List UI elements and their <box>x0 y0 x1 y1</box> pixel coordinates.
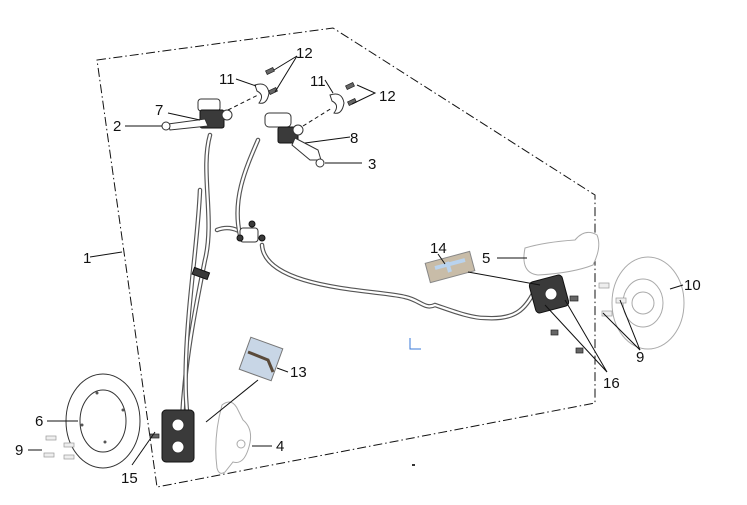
callout-9-front: 9 <box>15 442 23 459</box>
callout-8: 8 <box>350 130 358 147</box>
callout-6: 6 <box>35 413 43 430</box>
leader-8 <box>304 136 351 144</box>
callout-3: 3 <box>368 156 376 173</box>
leader-14 <box>437 253 446 265</box>
front-caliper <box>161 409 195 463</box>
leader-1 <box>89 251 123 258</box>
front-caliper-bracket <box>215 401 252 474</box>
callout-12-right: 12 <box>379 88 396 105</box>
left-clamp <box>254 83 270 104</box>
leader-7 <box>167 112 201 121</box>
leader-12a <box>273 55 298 93</box>
dot-mark <box>412 464 415 466</box>
callout-5: 5 <box>482 250 490 267</box>
leader-10 <box>669 284 684 290</box>
callout-2: 2 <box>113 118 121 135</box>
callout-11-left: 11 <box>219 71 235 88</box>
callout-9-rear: 9 <box>636 349 644 366</box>
callout-10: 10 <box>684 277 701 294</box>
brake-hoses <box>179 132 538 423</box>
leader-13b <box>276 367 289 373</box>
rear-caliper-bracket <box>523 231 600 276</box>
hose-clamp <box>191 266 211 281</box>
callout-15: 15 <box>121 470 138 487</box>
leader-11b <box>324 79 334 94</box>
leader-11a <box>235 78 257 87</box>
callout-4: 4 <box>276 438 284 455</box>
callout-7: 7 <box>155 102 163 119</box>
hose-junction <box>236 220 266 243</box>
assembly-boundary <box>96 27 596 488</box>
leader-13 <box>205 379 259 423</box>
right-clamp-bolts <box>345 82 357 106</box>
leader-12b <box>351 84 377 105</box>
leader-14b <box>467 271 541 286</box>
callout-11-right: 11 <box>310 73 326 90</box>
leader-9b <box>602 299 641 351</box>
callout-1: 1 <box>83 250 91 267</box>
callout-13: 13 <box>290 364 307 381</box>
rear-caliper <box>528 274 570 314</box>
front-brake-pads <box>238 336 284 382</box>
leader-16 <box>544 299 608 373</box>
rear-caliper-bolts <box>550 295 584 354</box>
front-brake-disc <box>65 373 141 469</box>
right-brake-lever <box>291 137 325 168</box>
callout-12-left: 12 <box>296 45 313 62</box>
bleeder-screw <box>149 433 160 439</box>
callout-14: 14 <box>430 240 447 257</box>
front-disc-bolts <box>43 435 75 460</box>
leader-15 <box>131 431 156 466</box>
rear-brake-pads <box>424 250 476 284</box>
right-clamp <box>329 93 345 114</box>
axis-marker-icon <box>409 338 421 350</box>
right-master-cylinder <box>264 112 304 144</box>
callout-16: 16 <box>603 375 620 392</box>
